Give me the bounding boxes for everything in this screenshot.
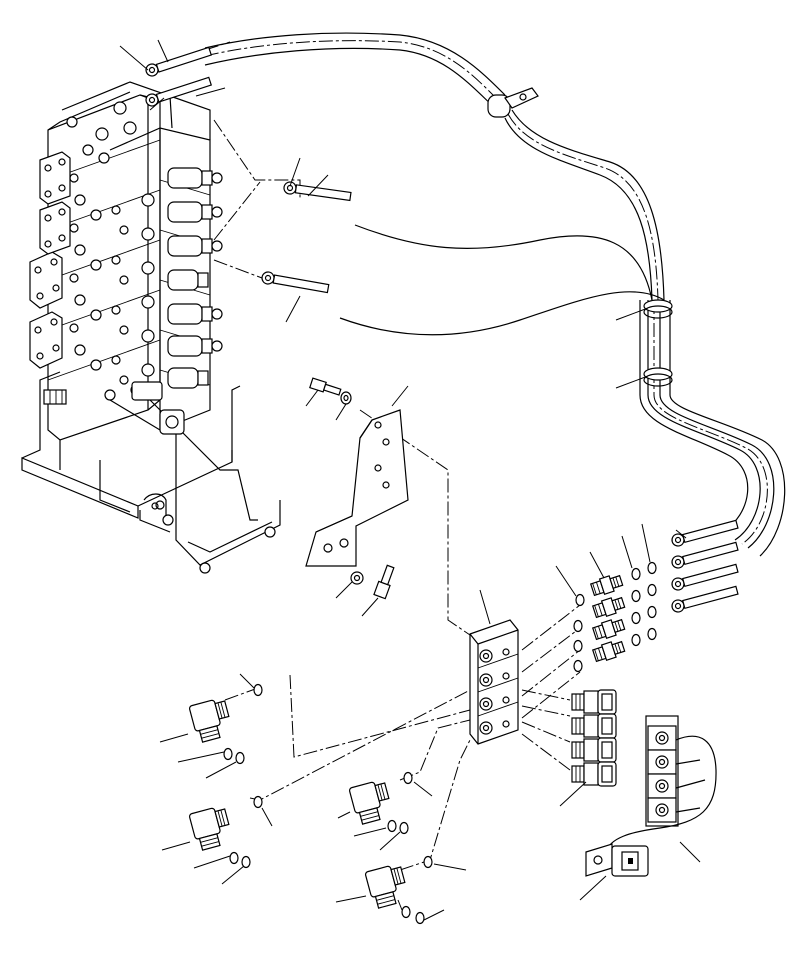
hose-fittings-right — [521, 517, 740, 771]
elbow-fittings — [188, 674, 471, 925]
pressure-sensors — [571, 689, 617, 787]
manifold-block — [469, 619, 519, 745]
hose-routing — [204, 32, 786, 636]
mounting-bracket — [305, 377, 409, 600]
wiring-harness — [585, 715, 717, 877]
callout-leaders — [119, 39, 701, 921]
hose-clamp-lower — [643, 367, 673, 387]
hose-clamp-top — [487, 87, 539, 118]
hose-clamp-upper — [643, 299, 673, 319]
control-valve-assembly — [21, 81, 281, 574]
